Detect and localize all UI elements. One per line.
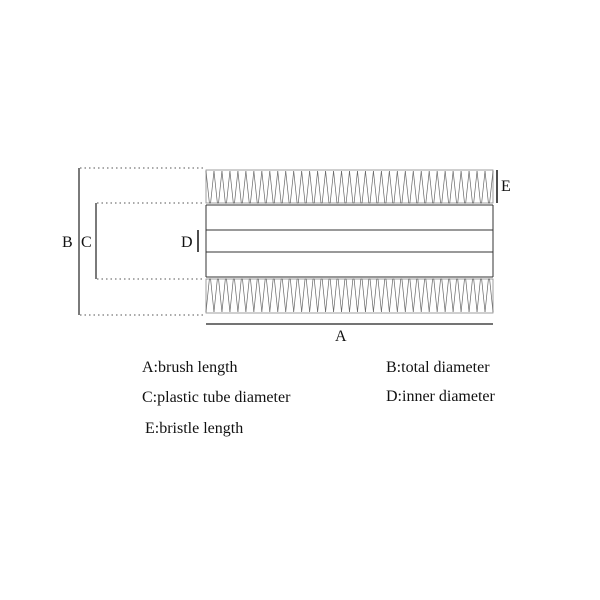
- bristle-tuft: [396, 278, 406, 313]
- bristle-tuft: [357, 170, 366, 204]
- bristle-tuft: [365, 170, 374, 204]
- bristle-tuft: [277, 278, 287, 313]
- label-e: E: [501, 178, 511, 195]
- bristle-tuft: [285, 278, 295, 313]
- bristle-tuft: [349, 278, 358, 313]
- bristle-tuft: [325, 170, 334, 204]
- bristle-tuft: [269, 278, 279, 313]
- inner-bore: [206, 229, 493, 253]
- bristle-tuft: [229, 170, 239, 204]
- bristle-tuft: [261, 278, 271, 313]
- bristle-tuft: [476, 170, 486, 204]
- bristle-tuft: [444, 278, 454, 313]
- bristle-tuft: [373, 170, 382, 204]
- plastic-tube: [205, 204, 494, 278]
- bristle-tuft: [428, 278, 438, 313]
- bristle-tuft: [261, 170, 271, 204]
- bristle-tuft: [357, 278, 366, 313]
- bristle-tuft: [436, 278, 446, 313]
- bristle-tuft: [205, 278, 215, 313]
- bristle-tuft: [412, 278, 422, 313]
- bristle-tuft: [460, 170, 470, 204]
- bristle-tuft: [452, 170, 462, 204]
- bristle-tuft: [293, 278, 303, 313]
- bottom-bristle-band: [205, 278, 494, 314]
- bristle-tuft: [269, 170, 279, 204]
- bristle-tuft: [349, 170, 358, 204]
- bristle-tuft: [389, 278, 398, 313]
- bristle-tuft: [253, 278, 263, 313]
- bristle-tuft: [325, 278, 334, 313]
- bristle-tuft: [333, 170, 342, 204]
- bristle-tuft: [317, 170, 326, 204]
- bristle-tuft: [484, 278, 494, 313]
- bristle-tuft: [373, 278, 382, 313]
- bristle-tuft: [365, 278, 374, 313]
- bristle-tuft: [428, 170, 438, 204]
- bristle-tuft: [317, 278, 326, 313]
- bristle-tuft: [412, 170, 422, 204]
- bristle-tuft: [468, 170, 478, 204]
- bristle-tuft: [237, 170, 247, 204]
- bristle-tuft: [381, 278, 390, 313]
- bristle-tuft: [404, 170, 414, 204]
- bristle-tuft: [484, 170, 494, 204]
- bristle-tuft: [301, 170, 310, 204]
- bristle-tuft: [245, 278, 255, 313]
- bristle-tuft: [452, 278, 462, 313]
- bristle-tuft: [277, 170, 287, 204]
- bristle-tuft: [396, 170, 406, 204]
- legend-d: D:inner diameter: [386, 388, 496, 405]
- bristle-tuft: [221, 278, 231, 313]
- bristle-tuft: [404, 278, 414, 313]
- bristle-tuft: [420, 170, 430, 204]
- bristle-tuft: [205, 170, 215, 204]
- legend-a: A:brush length: [142, 359, 238, 376]
- bristle-tuft: [253, 170, 263, 204]
- bristle-tuft: [309, 278, 318, 313]
- top-bristles: [205, 170, 494, 204]
- bristle-tuft: [333, 278, 342, 313]
- legend-c: C:plastic tube diameter: [142, 389, 291, 406]
- bristle-tuft: [468, 278, 478, 313]
- bottom-bristles: [205, 278, 494, 313]
- legend-b: B:total diameter: [386, 359, 490, 376]
- bristle-tuft: [460, 278, 470, 313]
- label-d: D: [181, 234, 193, 251]
- legend-e: E:bristle length: [145, 420, 243, 437]
- bristle-tuft: [341, 170, 350, 204]
- bristle-tuft: [213, 170, 223, 204]
- bristle-tuft: [293, 170, 303, 204]
- bristle-tuft: [245, 170, 255, 204]
- bristle-tuft: [213, 278, 223, 313]
- bristle-tuft: [420, 278, 430, 313]
- label-a: A: [335, 328, 347, 345]
- bristle-tuft: [229, 278, 239, 313]
- bristle-tuft: [285, 170, 295, 204]
- bristle-tuft: [237, 278, 247, 313]
- label-c: C: [81, 234, 92, 251]
- bristle-tuft: [301, 278, 310, 313]
- bristle-tuft: [221, 170, 231, 204]
- label-b: B: [62, 234, 73, 251]
- top-bristle-outline: [205, 169, 494, 204]
- bristle-tuft: [309, 170, 318, 204]
- bristle-tuft: [444, 170, 454, 204]
- bristle-tuft: [476, 278, 486, 313]
- bristle-tuft: [341, 278, 350, 313]
- legend: A:brush length B:total diameter C:plasti…: [142, 359, 496, 437]
- bottom-bristle-outline: [205, 278, 494, 314]
- bristle-tuft: [389, 170, 398, 204]
- bristle-tuft: [436, 170, 446, 204]
- top-bristle-band: [205, 169, 494, 204]
- bristle-tuft: [381, 170, 390, 204]
